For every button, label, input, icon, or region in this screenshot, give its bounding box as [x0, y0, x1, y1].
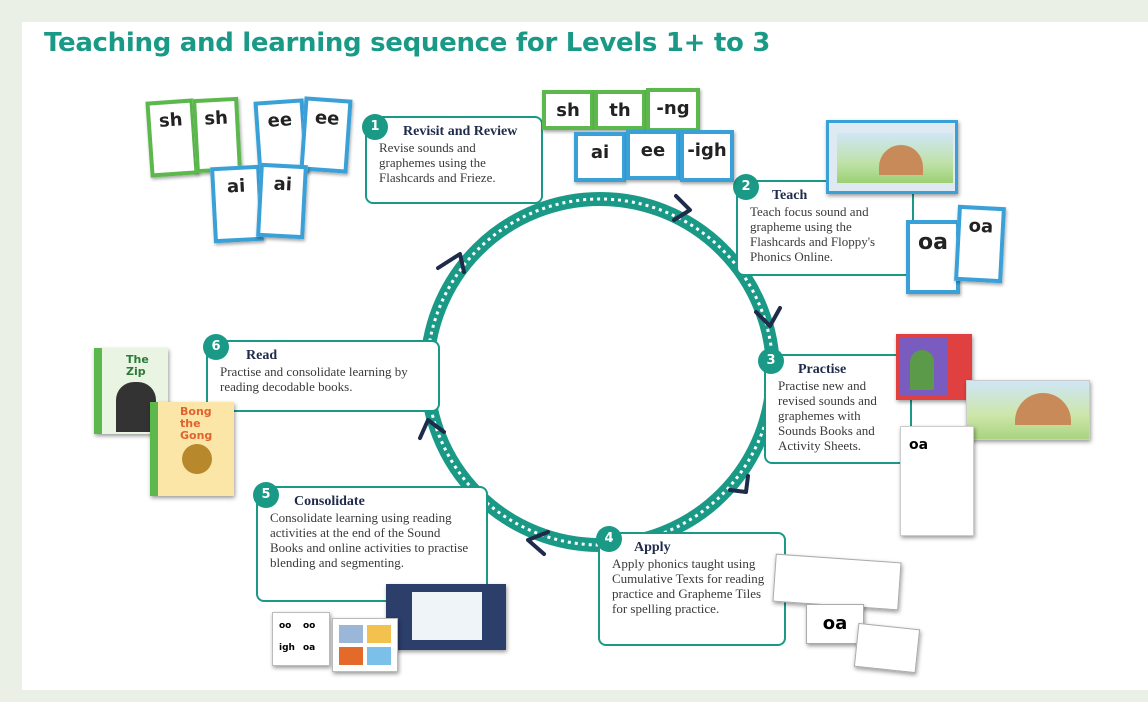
step-1-heading: Revisit and Review: [403, 124, 518, 139]
cumulative-text-strip: [772, 553, 902, 611]
arrow-3-to-4: [728, 474, 750, 494]
page-title: Teaching and learning sequence for Level…: [44, 28, 771, 58]
step-2-badge: 2: [733, 174, 759, 200]
step-3-text: Practise new and revised sounds and grap…: [778, 378, 877, 453]
book-bong-the-gong: Bong the Gong: [150, 402, 234, 496]
step-2-box: Teach Teach focus sound and grapheme usi…: [736, 180, 914, 276]
frieze-ng: -ng: [646, 88, 700, 132]
arrow-2-to-3: [754, 306, 782, 328]
flashcard-sh-picture: sh: [145, 98, 199, 178]
flashcard-oa-picture: oa: [906, 220, 960, 294]
step-6-text: Practise and consolidate learning by rea…: [220, 364, 408, 394]
frieze-th: th: [594, 90, 646, 130]
step-3-badge: 3: [758, 348, 784, 374]
step-1-badge: 1: [362, 114, 388, 140]
step-2-heading: Teach: [772, 188, 808, 203]
flashcard-sh-words: sh: [192, 96, 242, 174]
tiles-sheet: oo oo igh oa: [272, 612, 330, 666]
frieze-igh: -igh: [680, 130, 734, 182]
picture-tiles-sheet: [332, 618, 398, 672]
step-6-heading: Read: [246, 348, 278, 363]
arrow-5-to-6: [418, 418, 446, 440]
step-5-badge: 5: [253, 482, 279, 508]
step-1-text: Revise sounds and graphemes using the Fl…: [379, 140, 496, 185]
grapheme-tile-oa-label: oa: [822, 613, 848, 634]
step-5-heading: Consolidate: [294, 494, 365, 509]
flashcard-ee-words: ee: [299, 96, 353, 174]
frieze-ee: ee: [626, 130, 680, 180]
step-5-box: Consolidate Consolidate learning using r…: [256, 486, 488, 602]
grapheme-tile-oa: oa: [806, 604, 864, 644]
activity-sheet: oa: [900, 426, 974, 536]
grapheme-tile-goat: [853, 622, 921, 674]
step-3-heading: Practise: [798, 362, 847, 377]
flashcard-oa-words: oa: [954, 204, 1006, 284]
phonics-online-screen: [826, 120, 958, 194]
flashcard-ai-words: ai: [256, 162, 308, 240]
step-6-box: Read Practise and consolidate learning b…: [206, 340, 440, 412]
arrow-6-to-1: [436, 252, 466, 274]
step-4-heading: Apply: [634, 540, 671, 555]
frieze-ai: ai: [574, 132, 626, 182]
step-5-text: Consolidate learning using reading activ…: [270, 510, 469, 570]
step-3-box: Practise Practise new and revised sounds…: [764, 354, 912, 464]
step-2-text: Teach focus sound and grapheme using the…: [750, 204, 876, 264]
frieze-sh: sh: [542, 90, 594, 130]
book-the-zip-title: The Zip: [126, 353, 149, 378]
sounds-book-spread: [966, 380, 1090, 440]
sounds-book-cover: [896, 334, 972, 400]
step-4-text: Apply phonics taught using Cumulative Te…: [612, 556, 765, 616]
step-1-box: Revisit and Review Revise sounds and gra…: [365, 116, 543, 204]
activity-sheet-oa: oa: [909, 437, 929, 453]
book-bong-the-gong-title: Bong the Gong: [180, 405, 213, 442]
online-activity-screen: [386, 584, 506, 650]
step-4-box: Apply Apply phonics taught using Cumulat…: [598, 532, 786, 646]
arrow-4-to-5: [526, 530, 550, 556]
step-6-badge: 6: [203, 334, 229, 360]
arrow-1-to-2: [672, 194, 692, 222]
step-4-badge: 4: [596, 526, 622, 552]
